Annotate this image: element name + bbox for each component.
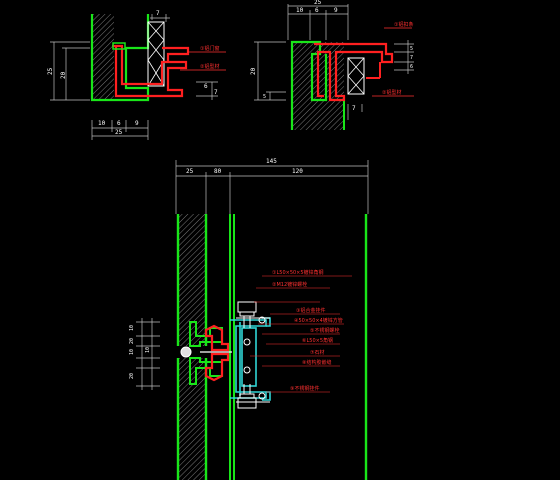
dim-top: 7: [156, 10, 160, 17]
hanger-red-upper: [204, 324, 230, 352]
detail-top-left: 7 25 20 7 6 10 6 9 25 ①铝门窗 ②铝型材: [47, 10, 226, 140]
dim-top-c: 120: [292, 168, 303, 175]
main-label-7: ⑦石材: [310, 349, 324, 356]
dim-right-small: 7: [214, 89, 218, 96]
green-profile: [90, 14, 150, 102]
dim-top-a: 10: [296, 7, 304, 14]
dim-top-a: 25: [186, 168, 194, 175]
red-profile: [112, 44, 190, 98]
dim-left-outer: 25: [47, 67, 54, 75]
insert-box: [147, 21, 165, 87]
dim-left: 20: [250, 67, 257, 75]
label-1: ①铝扣条: [394, 21, 413, 28]
label-2: ②铝型材: [382, 89, 401, 96]
dim-left-a: 10: [129, 325, 135, 331]
detail-top-right: 25 10 6 9 20 5 5 7 6 7 ①铝扣条 ②铝型材: [250, 0, 414, 130]
dim-left-inner: 20: [60, 71, 67, 79]
dim-right-b: 7: [410, 55, 413, 61]
dim-top-b: 6: [315, 7, 319, 14]
hanger-red-lower: [204, 352, 230, 382]
hook-upper: [189, 321, 223, 347]
dim-top-total: 145: [266, 158, 277, 165]
main-label-6: ⑥L50×5角钢: [302, 337, 333, 344]
dim-left-b: 20: [129, 338, 135, 344]
label-1: ①铝门窗: [200, 45, 219, 52]
dim-top-b: 80: [214, 168, 222, 175]
red-profile: [314, 42, 394, 102]
dim-top-c: 9: [334, 7, 338, 14]
main-label-1: ①L50×50×5镀锌角钢: [272, 269, 324, 276]
green-profile: [290, 40, 328, 130]
dim-top-total: 25: [314, 0, 322, 6]
main-label-2: ②M12镀锌螺栓: [272, 281, 307, 288]
dim-left-small: 5: [263, 94, 266, 100]
dim-right-small2: 6: [204, 83, 208, 90]
dim-bottom-b: 6: [117, 120, 121, 127]
main-label-8: ⑧结构胶嵌缝: [302, 359, 331, 366]
wall-hatch: [92, 14, 114, 100]
hook-lower: [189, 357, 223, 385]
main-label-4: ④50×50×4镀锌方管: [294, 317, 343, 324]
detail-main: 145 25 80 120: [129, 158, 369, 480]
dim-left-e: 10: [145, 347, 151, 353]
dim-left-d: 20: [129, 373, 135, 379]
dim-right-a: 5: [410, 46, 413, 52]
main-label-9: ⑨不锈钢挂件: [290, 385, 319, 392]
dim-right-c: 6: [410, 64, 413, 70]
dim-bottom: 7: [352, 105, 356, 112]
main-label-3: ③铝合金挂件: [296, 307, 325, 314]
dim-bottom-total: 25: [115, 129, 123, 136]
backer-rod: [180, 346, 192, 358]
dim-bottom-a: 10: [98, 120, 106, 127]
main-label-5: ⑤不锈钢螺栓: [310, 327, 339, 334]
dim-bottom-c: 9: [135, 120, 139, 127]
dim-left-c: 10: [129, 349, 135, 355]
bolt-lower: [236, 384, 270, 409]
label-2: ②铝型材: [200, 63, 219, 70]
